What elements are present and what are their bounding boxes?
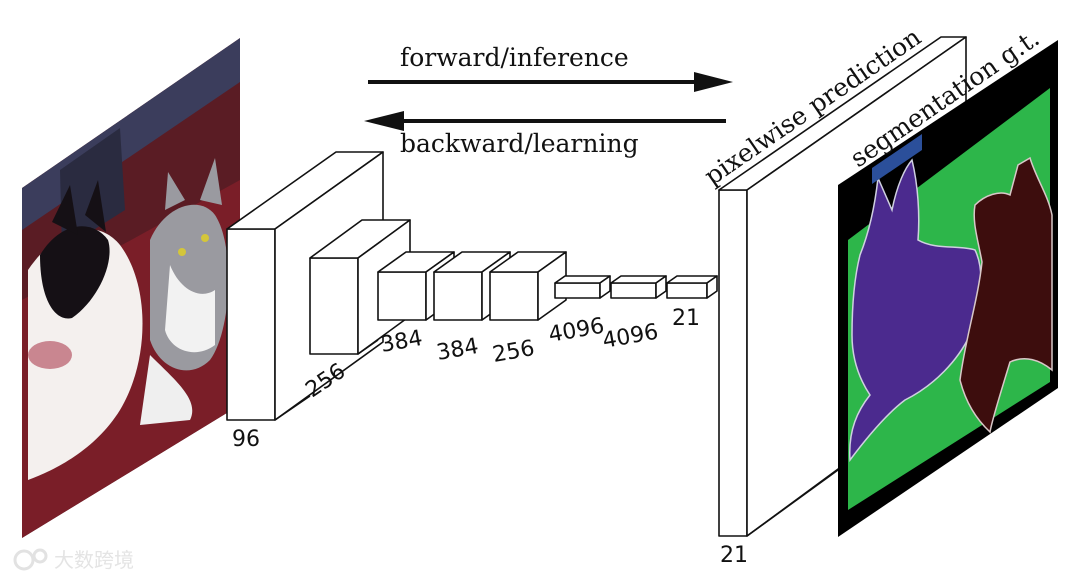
segmentation-gt-panel [838,40,1058,537]
layer-label-conv5: 256 [491,336,537,368]
layer-block-fc7 [610,275,667,299]
forward-label: forward/inference [400,43,629,72]
backward-label: backward/learning [400,129,639,158]
watermark-logo-icon [13,549,35,571]
layer-block-fc6 [554,275,611,299]
layer-label-fc6: 4096 [547,314,606,348]
layer-label-fc8: 21 [672,306,700,331]
output-depth-label: 21 [720,543,748,568]
layer-label-conv1: 96 [232,427,260,452]
layer-label-conv4: 384 [435,334,481,366]
backward-arrow [364,111,726,131]
layer-block-conv5 [489,251,567,321]
layer-block-fc8 [666,275,718,299]
watermark-text: 大数跨境 [54,548,134,572]
layer-label-fc7: 4096 [601,320,660,354]
forward-arrow [368,72,733,92]
input-photo [22,38,240,538]
watermark: 大数跨境 [13,548,134,572]
